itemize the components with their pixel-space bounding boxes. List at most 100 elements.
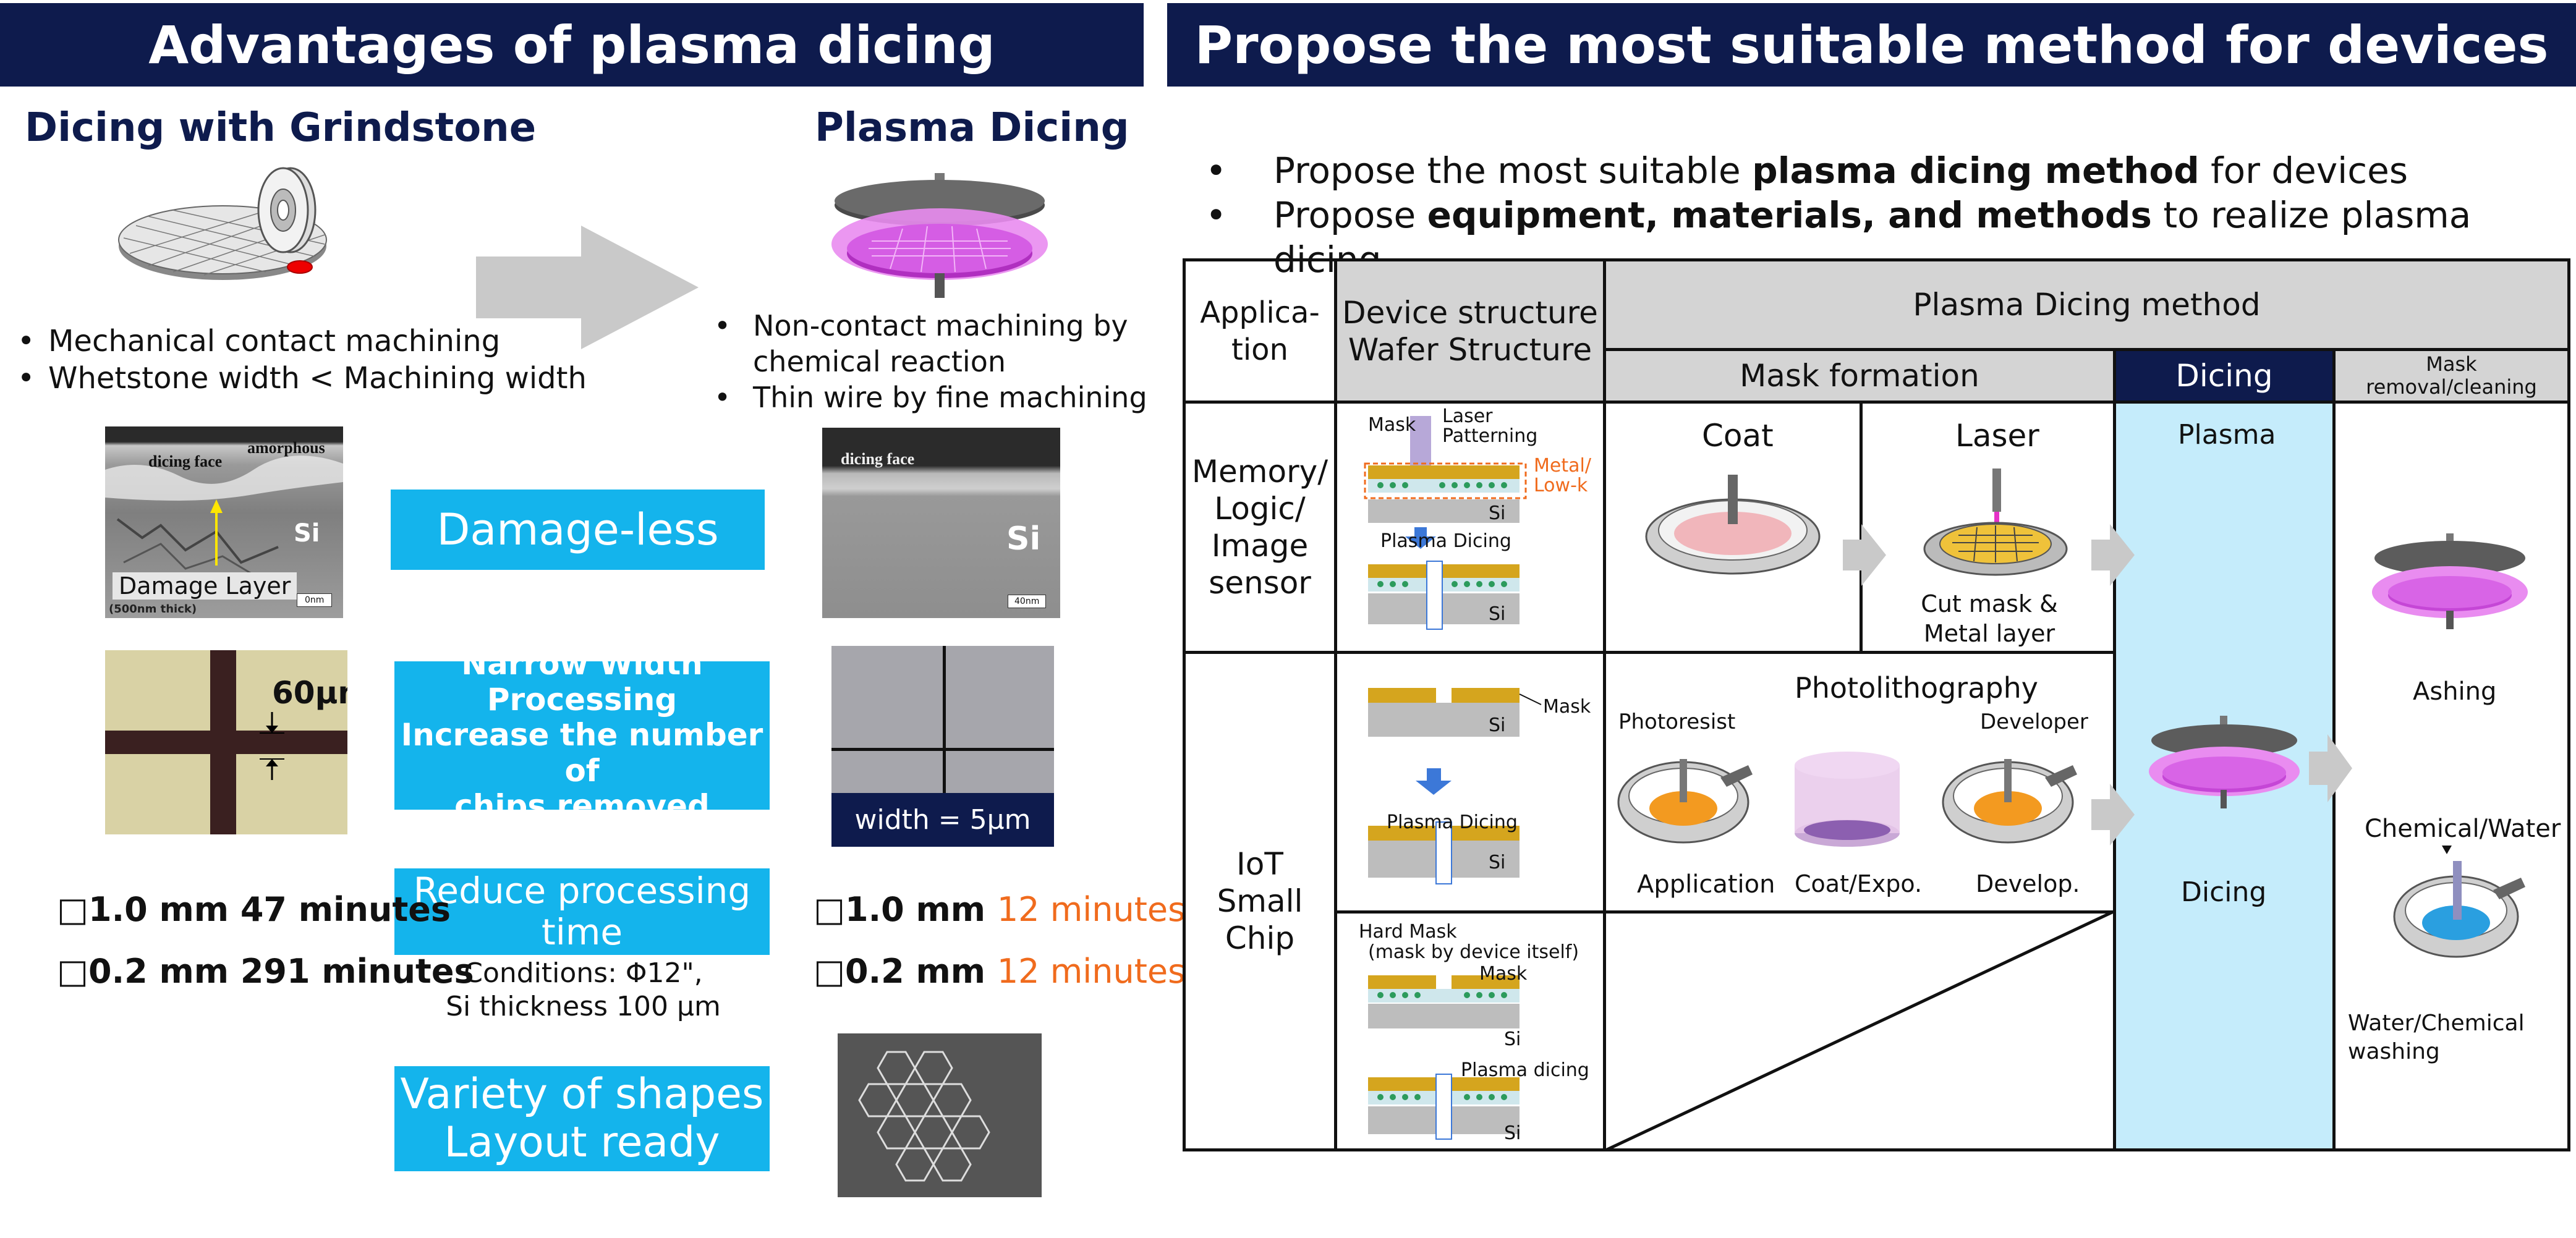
header-method: Plasma Dicing method (1603, 258, 2570, 351)
step-arrow-icon (2091, 784, 2135, 846)
step-label: Ashing (2413, 677, 2497, 706)
header-mask-formation: Mask formation (1603, 348, 2116, 404)
left-title: Advantages of plasma dicing (148, 14, 995, 75)
coat-dish-icon (1645, 475, 1821, 575)
plasma-bullet: Thin wire by fine machining (753, 381, 1147, 414)
struct-label: Hard Mask (1359, 921, 1457, 943)
developer-spin-icon (1942, 759, 2077, 844)
header-structure: Device structure Wafer Structure (1334, 258, 1606, 404)
benefit-label: Increase the number of (401, 717, 763, 789)
photo-text: dicing face (148, 452, 223, 470)
step-arrow-icon (1843, 524, 1886, 586)
benefit-label: Narrow Width Processing (461, 646, 703, 718)
process-time: 12 minutes (997, 890, 1186, 929)
app-label: IoT (1236, 846, 1283, 882)
step-arrow-icon (2309, 734, 2352, 802)
header-label: Applica- (1200, 295, 1320, 330)
struct-label: Mask (1543, 696, 1591, 718)
app-label: Small (1217, 883, 1303, 919)
chemical-wash-icon (2393, 846, 2525, 958)
grindstone-bullets: Mechanical contact machining Whetstone w… (6, 323, 587, 397)
kerf-width-label: 60μm (272, 675, 347, 711)
header-label: Mask (2426, 352, 2477, 376)
bullet-text: for devices (2199, 150, 2408, 192)
struct-label: Low-k (1534, 475, 1588, 496)
struct-label: Plasma dicing (1461, 1059, 1589, 1081)
step-label: Plasma (2178, 419, 2276, 451)
row2-structure-diagram (1368, 688, 1542, 884)
step-label: Coat/Expo. (1795, 870, 1923, 897)
struct-label: Mask (1368, 414, 1416, 436)
conditions-line: Conditions: Φ12", (464, 957, 703, 989)
step-label: Application (1637, 870, 1775, 899)
method-table: Applica- tion Device structure Wafer Str… (1183, 258, 2570, 1151)
note-line: Cut mask & (1921, 590, 2058, 617)
app-label: Chip (1225, 920, 1295, 956)
bullet-bold: plasma dicing method (1752, 150, 2200, 192)
right-title: Propose the most suitable method for dev… (1194, 14, 2549, 75)
photo-text: (500nm thick) (109, 603, 197, 616)
washing-note: Water/Chemical washing (2348, 1009, 2525, 1066)
process-time: 47 minutes (240, 890, 451, 929)
app-label: sensor (1209, 565, 1311, 601)
kerf-photo-plasma: width = 5μm (831, 646, 1054, 847)
struct-label: Mask (1479, 963, 1528, 985)
struct-label: Si (1489, 502, 1506, 524)
benefit-label: Layout ready (444, 1118, 720, 1167)
header-label: Mask formation (1740, 358, 1979, 394)
struct-label: Plasma Dicing (1387, 812, 1518, 833)
step-label: Photoresist (1618, 710, 1736, 734)
header-application: Applica- tion (1183, 258, 1337, 404)
photoresist-spin-icon (1617, 759, 1753, 844)
chip-size: □0.2 mm (814, 952, 986, 991)
bullet-bold: equipment, materials, and methods (1427, 194, 2152, 236)
header-label: Device structure (1342, 294, 1598, 331)
benefit-narrow-width: Narrow Width Processing Increase the num… (394, 647, 770, 824)
step-label: Laser (1955, 418, 2039, 454)
right-bullets: • Propose the most suitable plasma dicin… (1205, 150, 2472, 281)
damage-layer-label: Damage Layer (113, 572, 297, 600)
struct-label: Si (1489, 852, 1506, 873)
struct-label: Laser (1442, 405, 1493, 427)
big-arrow-icon (476, 226, 699, 349)
ashing-icon (2372, 533, 2528, 629)
sem-photo-grindstone: dicing face amorphous Si Damage Layer (5… (105, 426, 343, 618)
app-label: Logic/ (1214, 491, 1306, 527)
coat-expo-icon (1795, 752, 1900, 847)
grindstone-bullet: Whetstone width < Machining width (6, 360, 587, 397)
grindstone-heading: Dicing with Grindstone (25, 105, 537, 151)
step-label: Coat (1702, 418, 1774, 454)
plasma-time-row: □1.0 mm 12 minutes (814, 890, 1185, 929)
kerf-width-label: width = 5μm (854, 804, 1031, 836)
grind-time-row: □1.0 mm 47 minutes (57, 890, 451, 929)
step-arrow-icon (2091, 524, 2135, 586)
row1-structure-diagram (1364, 416, 1527, 630)
plasma-bullets: •Non-contact machining by chemical react… (711, 308, 1147, 415)
benefit-label: Variety of shapes (400, 1069, 764, 1119)
chip-size: □0.2 mm (57, 952, 229, 991)
step-label: Photolithography (1795, 671, 2038, 705)
left-title-banner: Advantages of plasma dicing (0, 3, 1144, 87)
right-title-banner: Propose the most suitable method for dev… (1167, 3, 2576, 87)
row1-application: Memory/ Logic/ Image sensor (1183, 401, 1337, 654)
benefit-damage-less: Damage-less (391, 490, 765, 570)
plasma-chamber-illustration (831, 173, 1048, 298)
struct-label: Metal/ (1534, 455, 1591, 477)
bullet-text: Propose the most suitable (1273, 150, 1753, 192)
header-label: tion (1231, 332, 1288, 367)
header-mask-removal: Mask removal/cleaning (2332, 348, 2570, 404)
process-time: 12 minutes (997, 952, 1186, 991)
grindstone-wafer-illustration (118, 167, 327, 280)
photo-scale: 0nm (297, 593, 333, 607)
plasma-heading: Plasma Dicing (815, 105, 1129, 151)
sem-photo-plasma: dicing face Si 40nm (822, 428, 1060, 618)
plasma-bullet: Non-contact machining by (753, 309, 1128, 342)
row2-application: IoT Small Chip (1183, 651, 1337, 1151)
photo-text: Si (294, 519, 320, 548)
benefit-label: Damage-less (436, 504, 719, 555)
conditions-line: Si thickness 100 μm (446, 991, 721, 1022)
row3-diagonal (1603, 910, 2116, 1151)
benefit-variety-shapes: Variety of shapes Layout ready (394, 1066, 770, 1171)
header-label: Plasma Dicing method (1913, 287, 2261, 323)
bullet-text: Propose (1273, 194, 1427, 236)
